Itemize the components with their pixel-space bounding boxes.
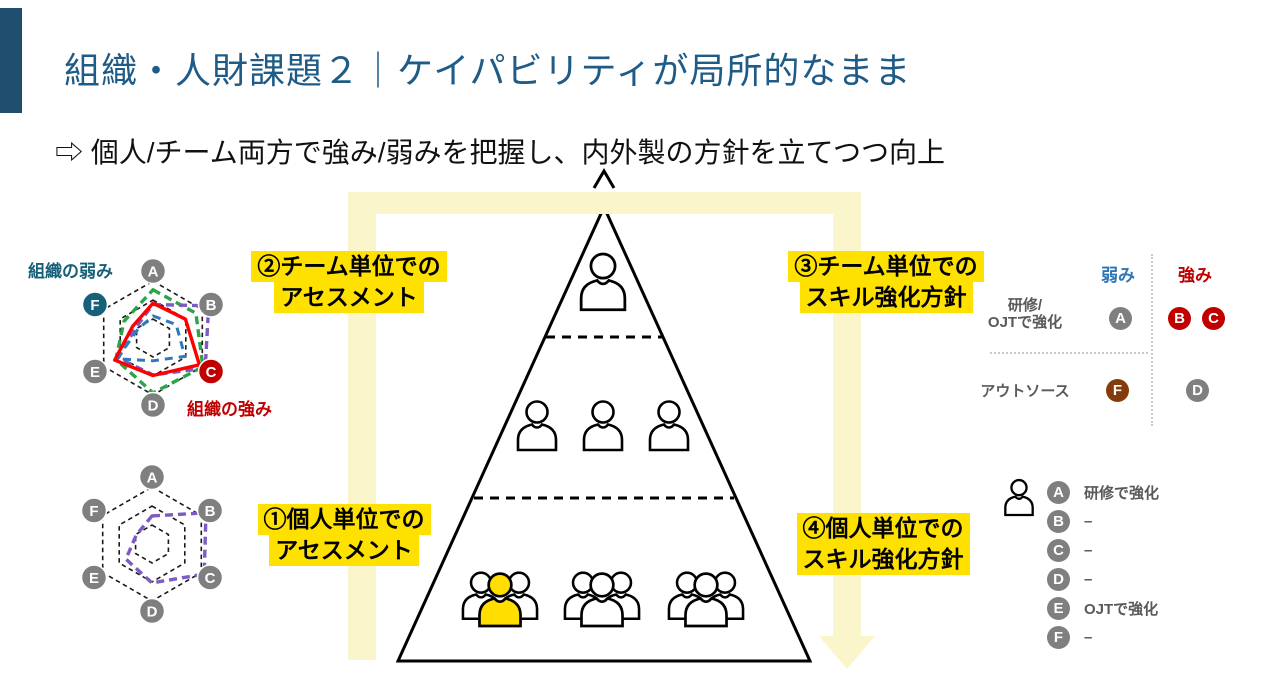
radar-node-letter: C <box>206 364 217 381</box>
radar-node-F <box>81 291 109 318</box>
radar-gridline <box>102 280 204 396</box>
down-arrow-icon <box>819 636 875 669</box>
skill-badge-D: D <box>1186 379 1209 402</box>
matrix-row1-label-line2: OJTで強化 <box>987 314 1063 331</box>
skill-badge-A: A <box>1109 307 1132 330</box>
radar-node-D <box>138 597 166 625</box>
radar-node-C <box>196 564 224 591</box>
matrix-row2-label: アウトソース <box>980 383 1070 400</box>
accent-bar <box>0 8 22 113</box>
skill-badge-E: E <box>1047 597 1070 620</box>
callout-step2: ②チーム単位での アセスメント <box>229 251 469 313</box>
org-strength-label: 組織の強み <box>187 400 272 419</box>
radar-node-C <box>197 358 225 385</box>
skill-badge-D: D <box>1047 568 1070 591</box>
radar-series-purple-dashed <box>124 511 208 585</box>
legend-label-C: – <box>1084 542 1093 559</box>
callout-step4-line1: ④個人単位での <box>796 513 970 544</box>
individual-radar-chart: A B C D E F <box>80 463 224 625</box>
callout-step3: ③チーム単位での スキル強化方針 <box>766 251 1006 313</box>
team-radar-chart: A B C D E F <box>81 257 225 419</box>
radar-node-letter: D <box>148 397 159 414</box>
matrix-row2-weak-badges: F <box>1106 379 1129 402</box>
radar-gridline <box>101 486 203 602</box>
legend-row-C: C– <box>1047 539 1159 562</box>
callout-step2-line2: アセスメント <box>274 282 424 313</box>
flow-band-top <box>348 192 861 214</box>
matrix-column-divider <box>1151 254 1153 426</box>
skill-badge-B: B <box>1168 307 1191 330</box>
radar-node-letter: B <box>206 297 217 314</box>
radar-node-letter: E <box>90 364 100 381</box>
legend-label-D: – <box>1084 571 1093 588</box>
callout-step4-line2: スキル強化方針 <box>796 544 970 575</box>
radar-gridline <box>135 318 171 358</box>
radar-node-A <box>139 257 167 285</box>
callout-step1-line1: ①個人単位での <box>257 504 431 535</box>
radar-series-red-solid <box>112 301 202 378</box>
matrix-row-divider <box>990 352 1148 354</box>
radar-node-B <box>197 291 225 318</box>
legend-row-E: E OJTで強化 <box>1047 597 1159 620</box>
radar-node-letter: F <box>89 503 98 520</box>
radar-node-B <box>196 497 224 524</box>
page-title: 組織・人財課題２｜ケイパビリティが局所的なまま <box>64 50 912 91</box>
matrix-row1-label: 研修/ OJTで強化 <box>975 297 1075 331</box>
legend-row-F: F– <box>1047 626 1159 649</box>
radar-node-letter: A <box>147 469 158 486</box>
radar-node-F <box>80 497 108 524</box>
radar-node-letter: B <box>205 503 216 520</box>
legend-row-B: B– <box>1047 510 1159 533</box>
radar-series-blue-dashed <box>115 314 187 363</box>
skill-badge-C: C <box>1202 307 1225 330</box>
person-icon <box>1004 478 1034 517</box>
radar-node-letter: E <box>89 570 99 587</box>
legend-label-A: 研修で強化 <box>1084 485 1160 502</box>
legend-row-D: D– <box>1047 568 1159 591</box>
matrix-row1-label-line1: 研修/ <box>1007 297 1043 314</box>
callout-step1-line2: アセスメント <box>269 535 419 566</box>
matrix-weak-header: 弱み <box>1101 266 1135 285</box>
skill-badge-B: B <box>1047 510 1070 533</box>
callout-step4: ④個人単位での スキル強化方針 <box>763 513 1003 575</box>
radar-gridline <box>134 524 170 564</box>
radar-node-letter: A <box>148 263 159 280</box>
legend-label-B: – <box>1084 513 1093 530</box>
callout-step3-line2: スキル強化方針 <box>799 282 973 313</box>
skill-badge-A: A <box>1047 481 1070 504</box>
legend-label-E: OJTで強化 <box>1084 601 1159 618</box>
radar-node-A <box>138 463 166 491</box>
matrix-strong-header: 強み <box>1178 266 1212 285</box>
skill-badge-F: F <box>1047 626 1070 649</box>
radar-node-E <box>81 358 109 385</box>
radar-node-letter: D <box>147 603 158 620</box>
legend-row-A: A 研修で強化 <box>1047 481 1159 504</box>
skill-badge-F: F <box>1106 379 1129 402</box>
radar-node-E <box>80 564 108 591</box>
callout-step3-line1: ③チーム単位での <box>788 251 984 282</box>
radar-node-letter: F <box>90 297 99 314</box>
matrix-row2-strong-badges: D <box>1186 379 1209 402</box>
caret-up-icon <box>592 168 616 189</box>
matrix-row1-weak-badges: A <box>1109 307 1132 330</box>
callout-step1: ①個人単位での アセスメント <box>224 504 464 566</box>
page-subtitle: ⇨ 個人/チーム両方で強み/弱みを把握し、内外製の方針を立てつつ向上 <box>55 137 945 168</box>
org-weakness-label: 組織の弱み <box>28 262 113 281</box>
callout-step2-line1: ②チーム単位での <box>251 251 447 282</box>
legend-label-F: – <box>1084 629 1093 646</box>
radar-node-D <box>139 391 167 419</box>
skill-badge-C: C <box>1047 539 1070 562</box>
radar-node-letter: C <box>205 570 216 587</box>
